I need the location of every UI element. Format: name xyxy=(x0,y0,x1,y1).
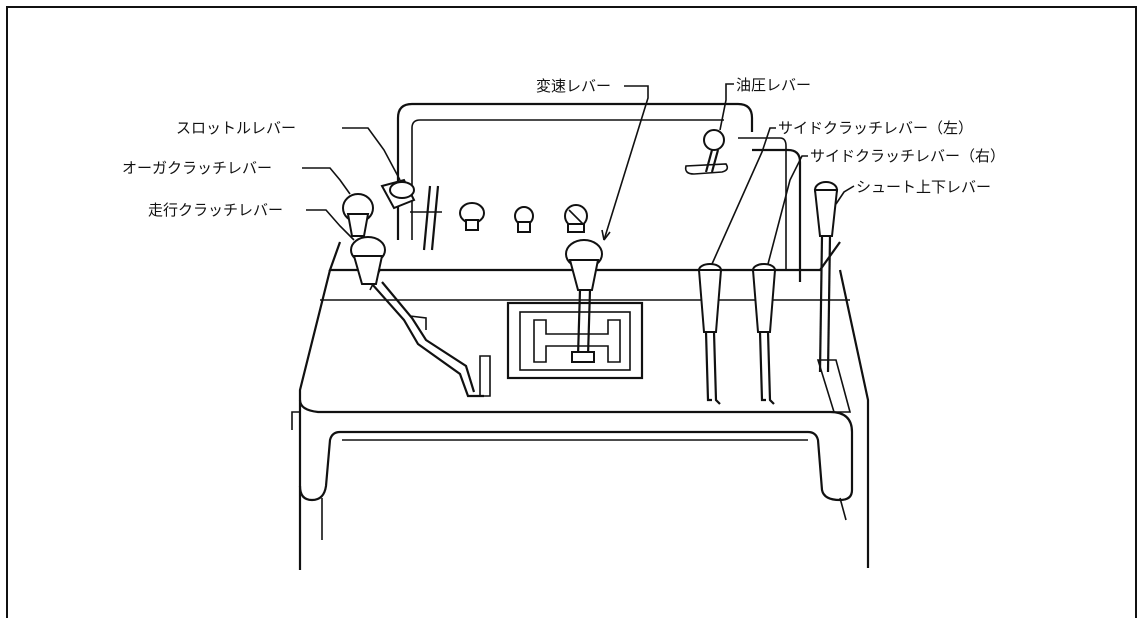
label-auger-clutch-lever: オーガクラッチレバー xyxy=(122,159,272,177)
shift-lever xyxy=(565,239,603,363)
label-yuatsu-lever: 油圧レバー xyxy=(736,76,811,94)
throttle-lever xyxy=(380,178,442,251)
hydraulic-lever xyxy=(684,129,729,175)
label-travel-clutch-lever: 走行クラッチレバー xyxy=(148,201,283,219)
auger-clutch-lever xyxy=(342,193,374,237)
machine-body xyxy=(291,102,870,570)
label-hensoku-lever: 変速レバー xyxy=(536,77,611,95)
travel-clutch-lever xyxy=(350,236,491,398)
diagram-frame xyxy=(6,6,1137,618)
label-side-clutch-left: サイドクラッチレバー（左） xyxy=(778,119,973,137)
side-clutch-right-lever xyxy=(751,263,777,405)
chute-lever xyxy=(813,181,852,413)
panel-knobs xyxy=(459,202,588,233)
leader-lines xyxy=(302,83,855,265)
label-chute-lever: シュート上下レバー xyxy=(856,178,991,196)
label-side-clutch-right: サイドクラッチレバー（右） xyxy=(810,147,1005,165)
callout-labels: 変速レバー 油圧レバー スロットルレバー サイドクラッチレバー（左） オーガクラ… xyxy=(122,76,1005,219)
shift-gate xyxy=(506,301,644,380)
side-clutch-left-lever xyxy=(697,263,723,405)
label-throttle-lever: スロットルレバー xyxy=(176,119,296,137)
